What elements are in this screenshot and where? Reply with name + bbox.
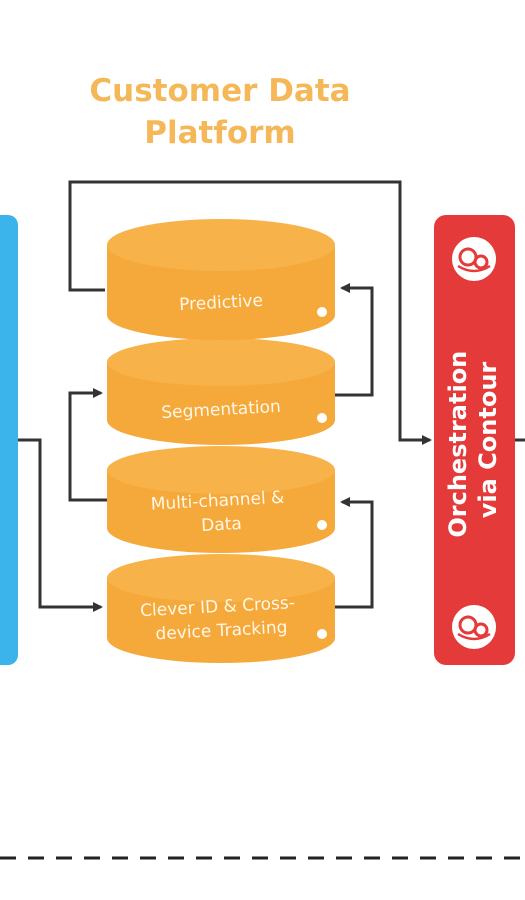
layer-body-predictive (107, 245, 335, 340)
layer-top-predictive (107, 219, 335, 271)
title-line-2: Platform (144, 115, 296, 151)
title-line-1: Customer Data (89, 73, 351, 109)
arrow-segmentation-to-predictive (335, 283, 374, 397)
status-dot-icon (317, 629, 327, 639)
arrow-data-to-segmentation (68, 388, 108, 502)
left-source-panel (0, 215, 18, 665)
layer-top-tracking (107, 554, 335, 602)
arrow-source-to-tracking (18, 438, 103, 612)
layer-label-predictive: Predictive (179, 291, 264, 315)
cdp-cylinder: Predictive Segmentation Multi-channel & … (107, 219, 335, 663)
brain-gears-icon (452, 237, 496, 281)
layer-top-segmentation (107, 338, 335, 386)
status-dot-icon (317, 307, 327, 317)
orchestration-label: Orchestration via Contour (444, 342, 502, 537)
brain-gears-icon (452, 605, 496, 649)
status-dot-icon (317, 520, 327, 530)
layer-top-data (107, 446, 335, 494)
status-dot-icon (317, 413, 327, 423)
orchestration-panel: Orchestration via Contour (434, 215, 515, 665)
layer-body-tracking (107, 578, 335, 663)
diagram-title: Customer Data Platform (40, 70, 400, 154)
loop-connector-top (68, 180, 432, 445)
arrow-tracking-to-data (335, 497, 374, 609)
